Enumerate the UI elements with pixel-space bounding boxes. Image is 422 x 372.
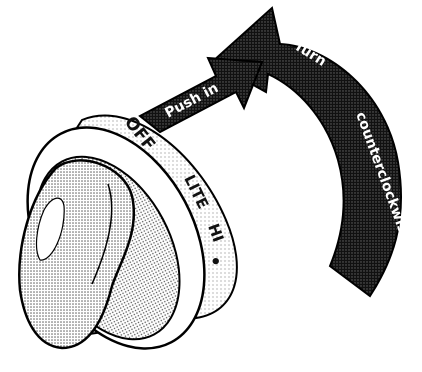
turn-counterclockwise-arrow: Turn counterclockwise (212, 8, 414, 296)
position-dot-marker: • (210, 252, 222, 273)
control-knob: OFF LITE HI • (0, 97, 240, 372)
push-in-arrow: Push in (140, 58, 262, 132)
